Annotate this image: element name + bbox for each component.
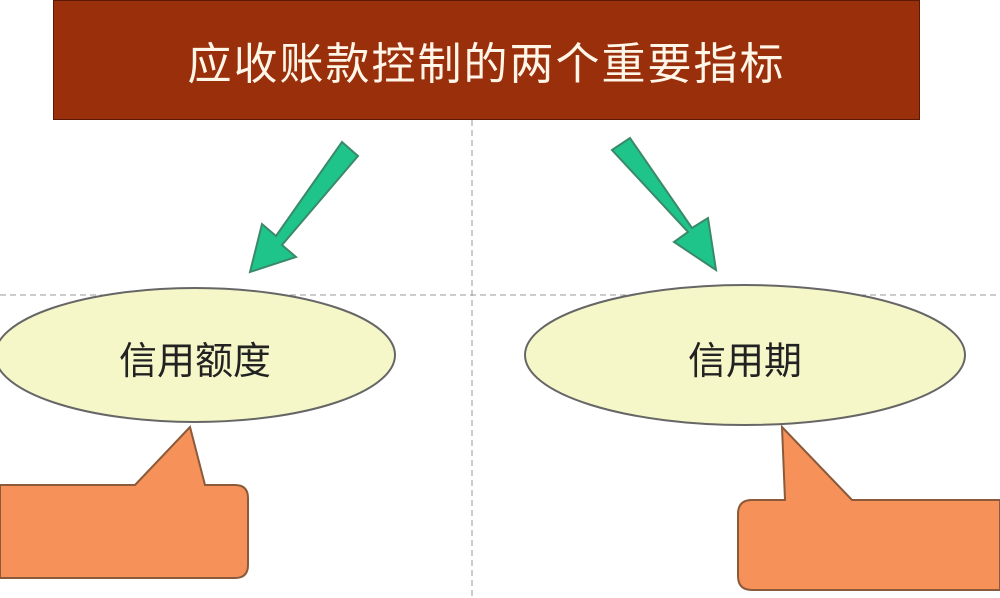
- node-label-credit-period: 信用期: [687, 339, 802, 383]
- node-label-credit-limit: 信用额度: [118, 339, 271, 383]
- title-banner: 应收账款控制的两个重要指标: [53, 0, 920, 120]
- ellipse-credit-limit: [0, 287, 396, 423]
- callout-left: [0, 425, 249, 579]
- ellipse-credit-period: [524, 284, 966, 426]
- arrow-left: [248, 140, 360, 274]
- callout-right: [737, 424, 1000, 591]
- arrow-right: [610, 136, 718, 273]
